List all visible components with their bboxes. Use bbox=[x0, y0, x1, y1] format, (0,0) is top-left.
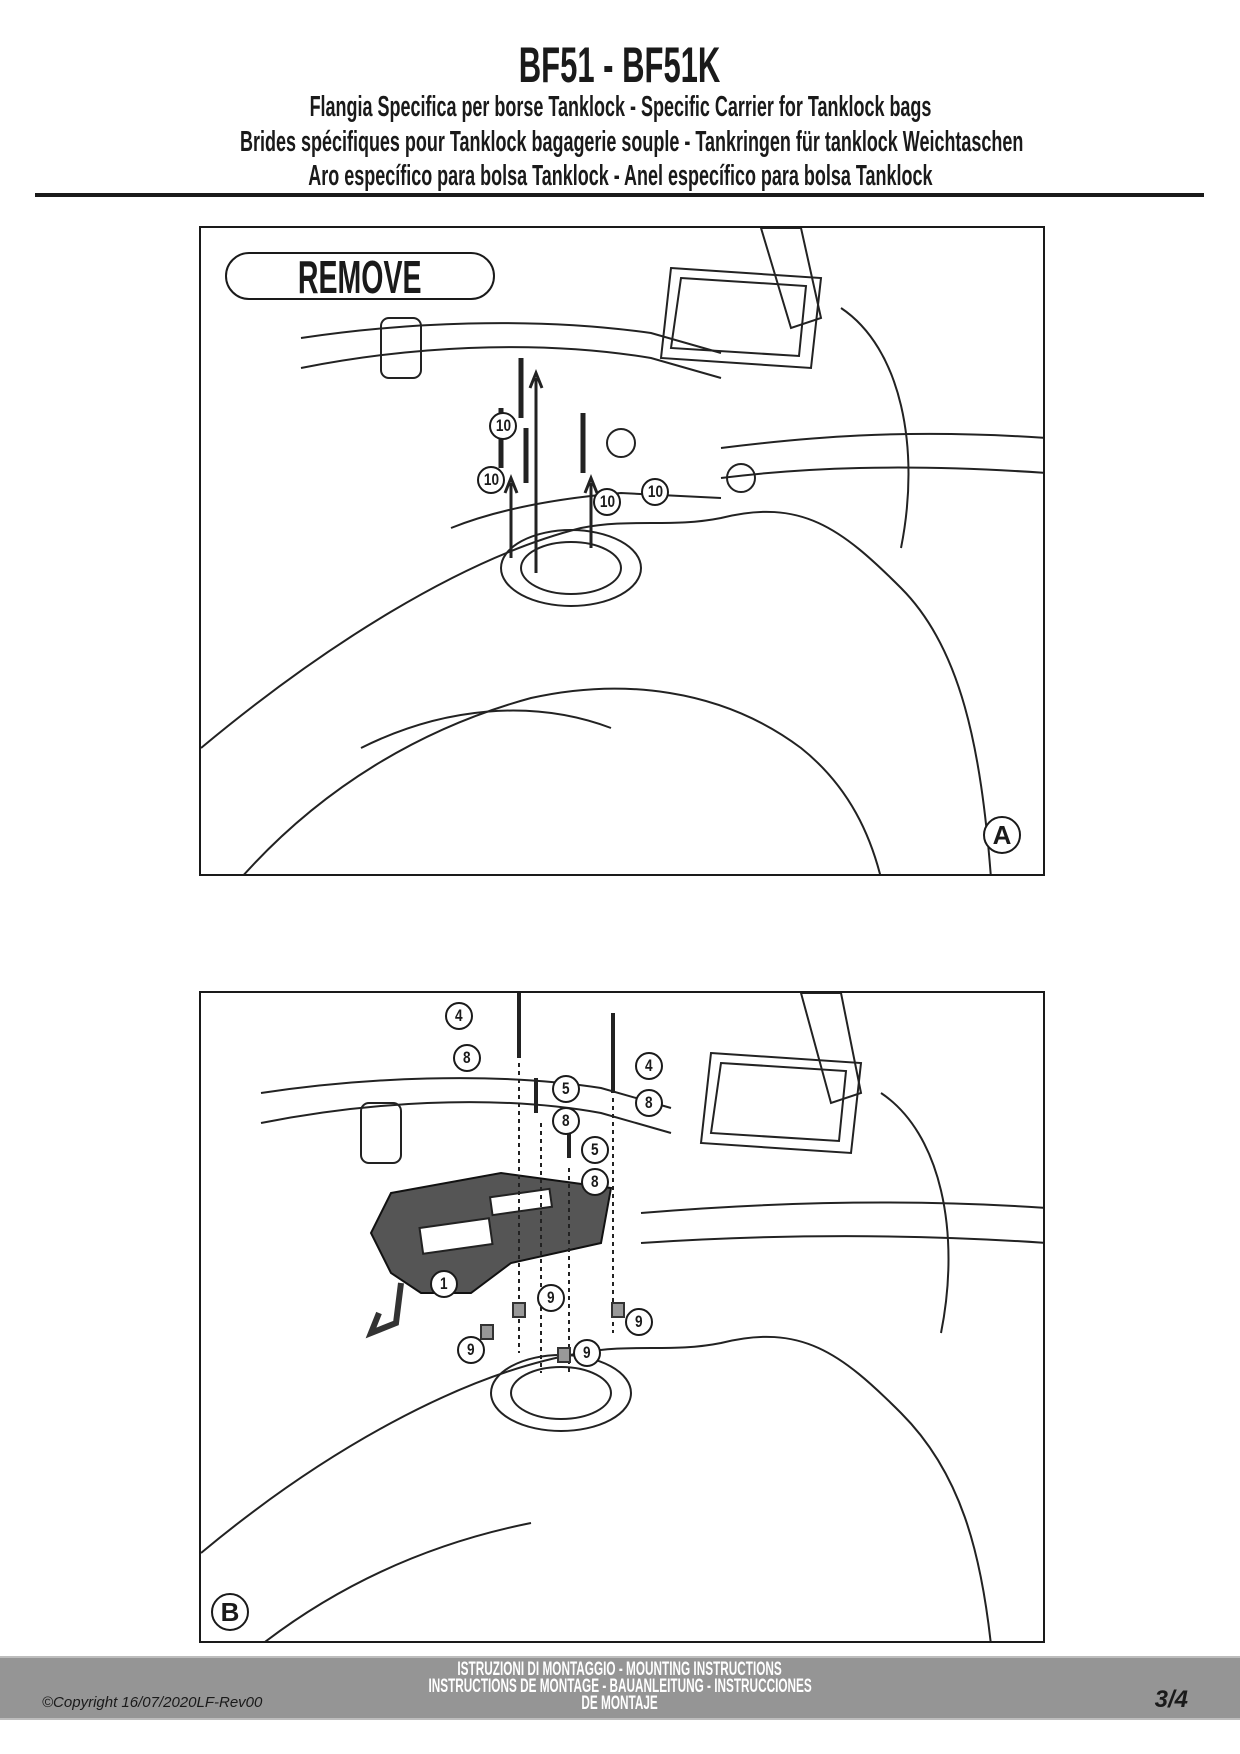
callout-part-9: 9 bbox=[573, 1339, 601, 1367]
document-title: BF51 - BF51K bbox=[519, 37, 721, 93]
callout-part-10: 10 bbox=[641, 478, 669, 506]
footer-band: ISTRUZIONI DI MONTAGGIO - MOUNTING INSTR… bbox=[0, 1656, 1240, 1720]
callout-part-1: 1 bbox=[430, 1270, 458, 1298]
motorcycle-tank-illustration-a bbox=[201, 228, 1043, 874]
figure-label-a: A bbox=[983, 816, 1021, 854]
footer-line-2: INSTRUCTIONS DE MONTAGE - BAUANLEITUNG -… bbox=[428, 1676, 812, 1697]
callout-part-10: 10 bbox=[593, 488, 621, 516]
callout-part-9: 9 bbox=[537, 1284, 565, 1312]
remove-banner: REMOVE bbox=[225, 252, 495, 300]
figure-a-remove: REMOVE 10 10 10 10 A bbox=[199, 226, 1045, 876]
copyright-notice: ©Copyright 16/07/2020LF-Rev00 bbox=[42, 1694, 263, 1711]
callout-part-10: 10 bbox=[489, 412, 517, 440]
callout-part-8: 8 bbox=[453, 1044, 481, 1072]
callout-part-9: 9 bbox=[457, 1336, 485, 1364]
callout-part-8: 8 bbox=[635, 1089, 663, 1117]
callout-part-5: 5 bbox=[581, 1136, 609, 1164]
callout-part-4: 4 bbox=[635, 1052, 663, 1080]
callout-part-8: 8 bbox=[552, 1107, 580, 1135]
subtitle-spanish-portuguese: Aro específico para bolsa Tanklock - Ane… bbox=[307, 160, 933, 192]
figure-b-install: 4 8 5 8 5 8 4 8 1 9 9 9 9 B bbox=[199, 991, 1045, 1643]
callout-part-10: 10 bbox=[477, 466, 505, 494]
subtitle-italian-english: Flangia Specifica per borse Tanklock - S… bbox=[309, 91, 931, 123]
page-number: 3/4 bbox=[1154, 1686, 1188, 1713]
header-divider bbox=[35, 193, 1204, 197]
motorcycle-tank-illustration-b bbox=[201, 993, 1043, 1641]
figure-label-b: B bbox=[211, 1593, 249, 1631]
callout-part-9: 9 bbox=[625, 1308, 653, 1336]
callout-part-5: 5 bbox=[552, 1075, 580, 1103]
callout-part-8: 8 bbox=[581, 1168, 609, 1196]
footer-line-3: DE MONTAJE bbox=[581, 1693, 659, 1714]
subtitle-french-german: Brides spécifiques pour Tanklock bagager… bbox=[240, 126, 1024, 158]
footer-line-1: ISTRUZIONI DI MONTAGGIO - MOUNTING INSTR… bbox=[457, 1659, 783, 1680]
callout-part-4: 4 bbox=[445, 1002, 473, 1030]
